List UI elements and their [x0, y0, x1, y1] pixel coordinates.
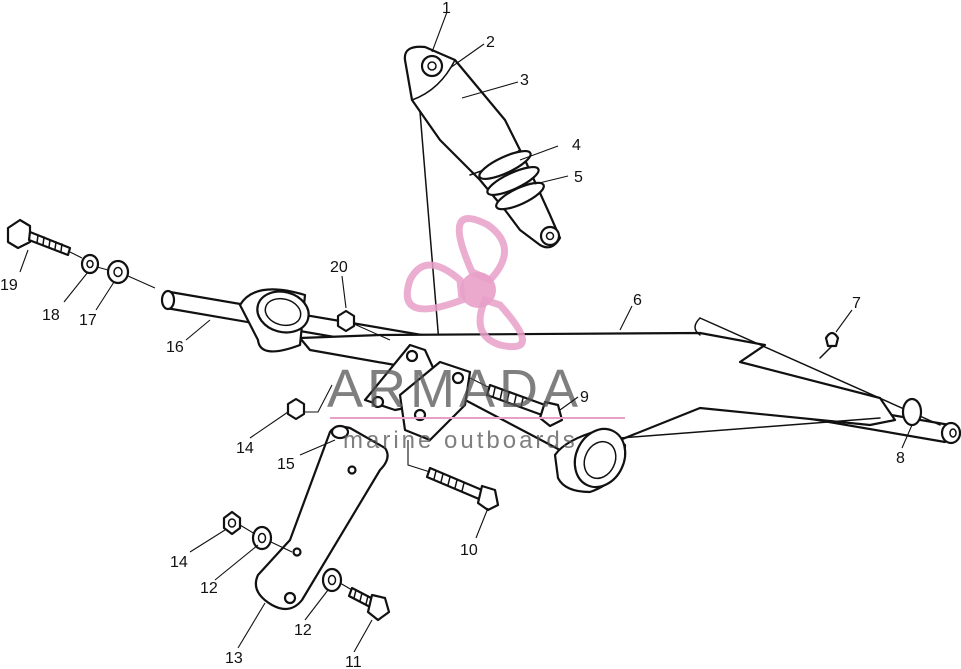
callout-7: 7	[852, 295, 861, 312]
callout-14-upper: 14	[236, 440, 254, 457]
bolt-19	[6, 218, 72, 257]
shaft-collar-8	[901, 397, 923, 427]
grease-fitting-7	[819, 331, 840, 359]
callout-10: 10	[460, 542, 478, 559]
callout-17: 17	[79, 312, 97, 329]
callout-12-upper: 12	[200, 580, 218, 597]
shock-absorber	[403, 45, 562, 356]
bushing-right	[553, 427, 627, 494]
callout-3: 3	[520, 72, 529, 89]
watermark-title: ARMADA	[327, 359, 582, 419]
callout-18: 18	[42, 307, 60, 324]
assembly-lines	[69, 251, 491, 591]
callout-19: 19	[0, 277, 18, 294]
washer-17	[106, 259, 130, 285]
nut-14-upper	[286, 397, 306, 421]
bolt-11	[347, 586, 391, 622]
watermark: ARMADA marine outboards	[327, 215, 625, 454]
callout-1: 1	[442, 0, 451, 17]
nut-14-lower	[222, 510, 242, 536]
washer-12-lower	[321, 567, 343, 593]
callout-20: 20	[330, 259, 348, 276]
washer-12-upper	[251, 525, 273, 551]
link-arm	[254, 424, 389, 611]
callout-4: 4	[572, 137, 581, 154]
callout-8: 8	[896, 450, 905, 467]
propeller-logo	[403, 215, 526, 351]
callout-5: 5	[574, 169, 583, 186]
callout-16: 16	[166, 339, 184, 356]
callout-12-lower: 12	[294, 622, 312, 639]
bolt-10	[425, 466, 500, 512]
callout-leaders	[19, 11, 913, 653]
mount-bracket	[363, 343, 472, 442]
callout-13: 13	[225, 650, 243, 667]
callout-11: 11	[345, 654, 362, 669]
bolt-9	[485, 383, 564, 428]
nut-20	[336, 309, 356, 333]
watermark-subtitle: marine outboards	[343, 427, 578, 454]
bushing-left	[238, 288, 310, 353]
callout-6: 6	[633, 292, 642, 309]
callout-2: 2	[486, 34, 495, 51]
callout-9: 9	[580, 389, 589, 406]
callout-15: 15	[277, 456, 295, 473]
callout-14-lower: 14	[170, 554, 188, 571]
washer-18	[80, 253, 100, 275]
callouts: 1 2 3 4 5 6 7 8 9 10 11 12 12 13 14 14 1…	[0, 0, 905, 669]
